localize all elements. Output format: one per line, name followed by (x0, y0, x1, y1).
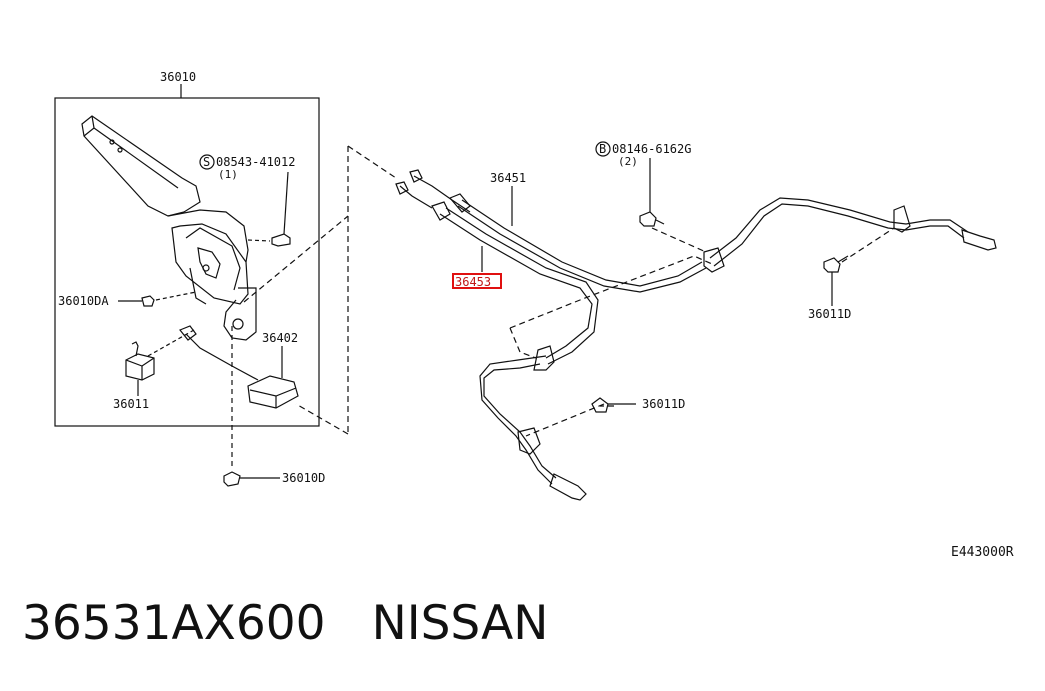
label-screw-symbol: S (203, 155, 210, 169)
bolt-36011d-lower (591, 397, 636, 413)
footer-caption: 36531AX600 NISSAN (22, 596, 548, 651)
right-rear-cable (703, 197, 997, 273)
bolt-36011d-right (823, 255, 849, 306)
screw-fastener (247, 171, 291, 247)
nut-36010da (118, 291, 197, 307)
label-36010d: 36010D (282, 471, 325, 485)
rear-cable-36453 (431, 201, 599, 501)
label-bolt-symbol: B (599, 142, 606, 156)
diagram-reference: E443000R (951, 545, 1014, 560)
brand-name: NISSAN (371, 596, 549, 651)
bolt-08146 (639, 158, 665, 227)
label-36451: 36451 (490, 171, 526, 185)
label-36011: 36011 (113, 397, 149, 411)
highlight-box (452, 273, 502, 289)
nut-36010d (223, 326, 280, 487)
front-cable-36451 (395, 169, 707, 293)
label-screw-part: 08543-41012 (216, 155, 295, 169)
label-36010da: 36010DA (58, 294, 109, 308)
lever-assembly-box (54, 97, 320, 427)
label-screw-qty: (1) (218, 168, 238, 181)
part-number: 36531AX600 (22, 596, 326, 651)
parking-brake-lever (81, 115, 257, 341)
lever-cable-36402 (179, 325, 299, 409)
bolt-symbol-circle (595, 141, 611, 157)
label-36453: 36453 (455, 275, 491, 289)
screw-symbol-circle (199, 154, 215, 170)
label-bolt-qty: (2) (618, 155, 638, 168)
label-36402: 36402 (262, 331, 298, 345)
label-bolt-part: 08146-6162G (612, 142, 691, 156)
label-36011d-lower: 36011D (642, 397, 685, 411)
dashed-guides (243, 145, 895, 437)
label-36010: 36010 (160, 70, 196, 84)
label-36011d-right: 36011D (808, 307, 851, 321)
switch-36011 (125, 329, 195, 396)
